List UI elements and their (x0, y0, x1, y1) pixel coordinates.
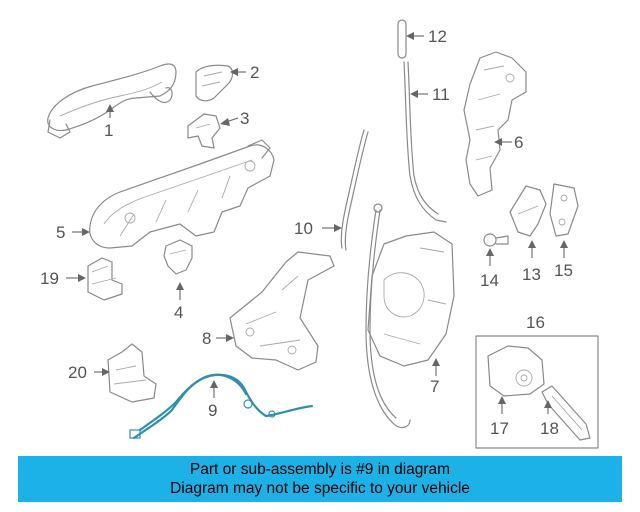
callout-15: 15 (554, 261, 573, 280)
part-16-lock-cylinder-kit[interactable] (475, 335, 599, 449)
callout-1: 1 (104, 121, 113, 140)
callout-17: 17 (490, 419, 509, 438)
part-5-handle-carrier[interactable] (89, 139, 275, 249)
callout-13: 13 (522, 265, 541, 284)
callout-8: 8 (202, 329, 211, 348)
banner-line-1: Part or sub-assembly is #9 in diagram (189, 461, 451, 478)
callout-19: 19 (40, 269, 59, 288)
callout-9: 9 (208, 401, 217, 420)
callout-12: 12 (428, 27, 447, 46)
part-10-rod[interactable] (340, 129, 369, 251)
callout-18: 18 (540, 419, 559, 438)
part-9-cable[interactable] (129, 373, 314, 440)
callout-7: 7 (430, 377, 439, 396)
callout-4: 4 (174, 303, 183, 322)
banner-line-2: Diagram may not be specific to your vehi… (170, 480, 470, 497)
callout-3: 3 (240, 109, 249, 128)
part-19-block[interactable] (87, 257, 123, 301)
part-14-bolt[interactable] (483, 233, 509, 247)
leader-lines (66, 32, 568, 414)
part-11-rod[interactable] (403, 61, 447, 223)
callout-20: 20 (68, 363, 87, 382)
parts-diagram: 1 2 3 4 5 6 7 8 9 10 11 12 13 14 15 16 1… (40, 19, 599, 449)
part-7-latch[interactable] (365, 203, 455, 429)
part-2-end-cap[interactable] (195, 64, 234, 102)
part-6-lock-bracket[interactable] (463, 51, 527, 197)
part-8-latch-bracket[interactable] (229, 251, 335, 371)
callout-labels: 1 2 3 4 5 6 7 8 9 10 11 12 13 14 15 16 1… (40, 27, 573, 438)
callout-5: 5 (56, 223, 65, 242)
part-3-bracket[interactable] (187, 113, 221, 149)
part-13-striker[interactable] (509, 185, 547, 237)
info-banner: Part or sub-assembly is #9 in diagram Di… (18, 456, 622, 502)
callout-14: 14 (480, 271, 499, 290)
part-12-rod-end[interactable] (397, 19, 407, 59)
part-17-lock-cylinder[interactable] (487, 345, 545, 397)
part-15-plate[interactable] (549, 183, 579, 237)
part-20-bracket[interactable] (107, 343, 157, 403)
part-1-outer-handle[interactable] (47, 63, 177, 139)
part-4-clip[interactable] (163, 239, 193, 275)
callout-10: 10 (294, 219, 313, 238)
callout-11: 11 (432, 85, 450, 104)
callout-6: 6 (514, 133, 523, 152)
callout-16: 16 (526, 313, 545, 332)
callout-2: 2 (250, 63, 259, 82)
